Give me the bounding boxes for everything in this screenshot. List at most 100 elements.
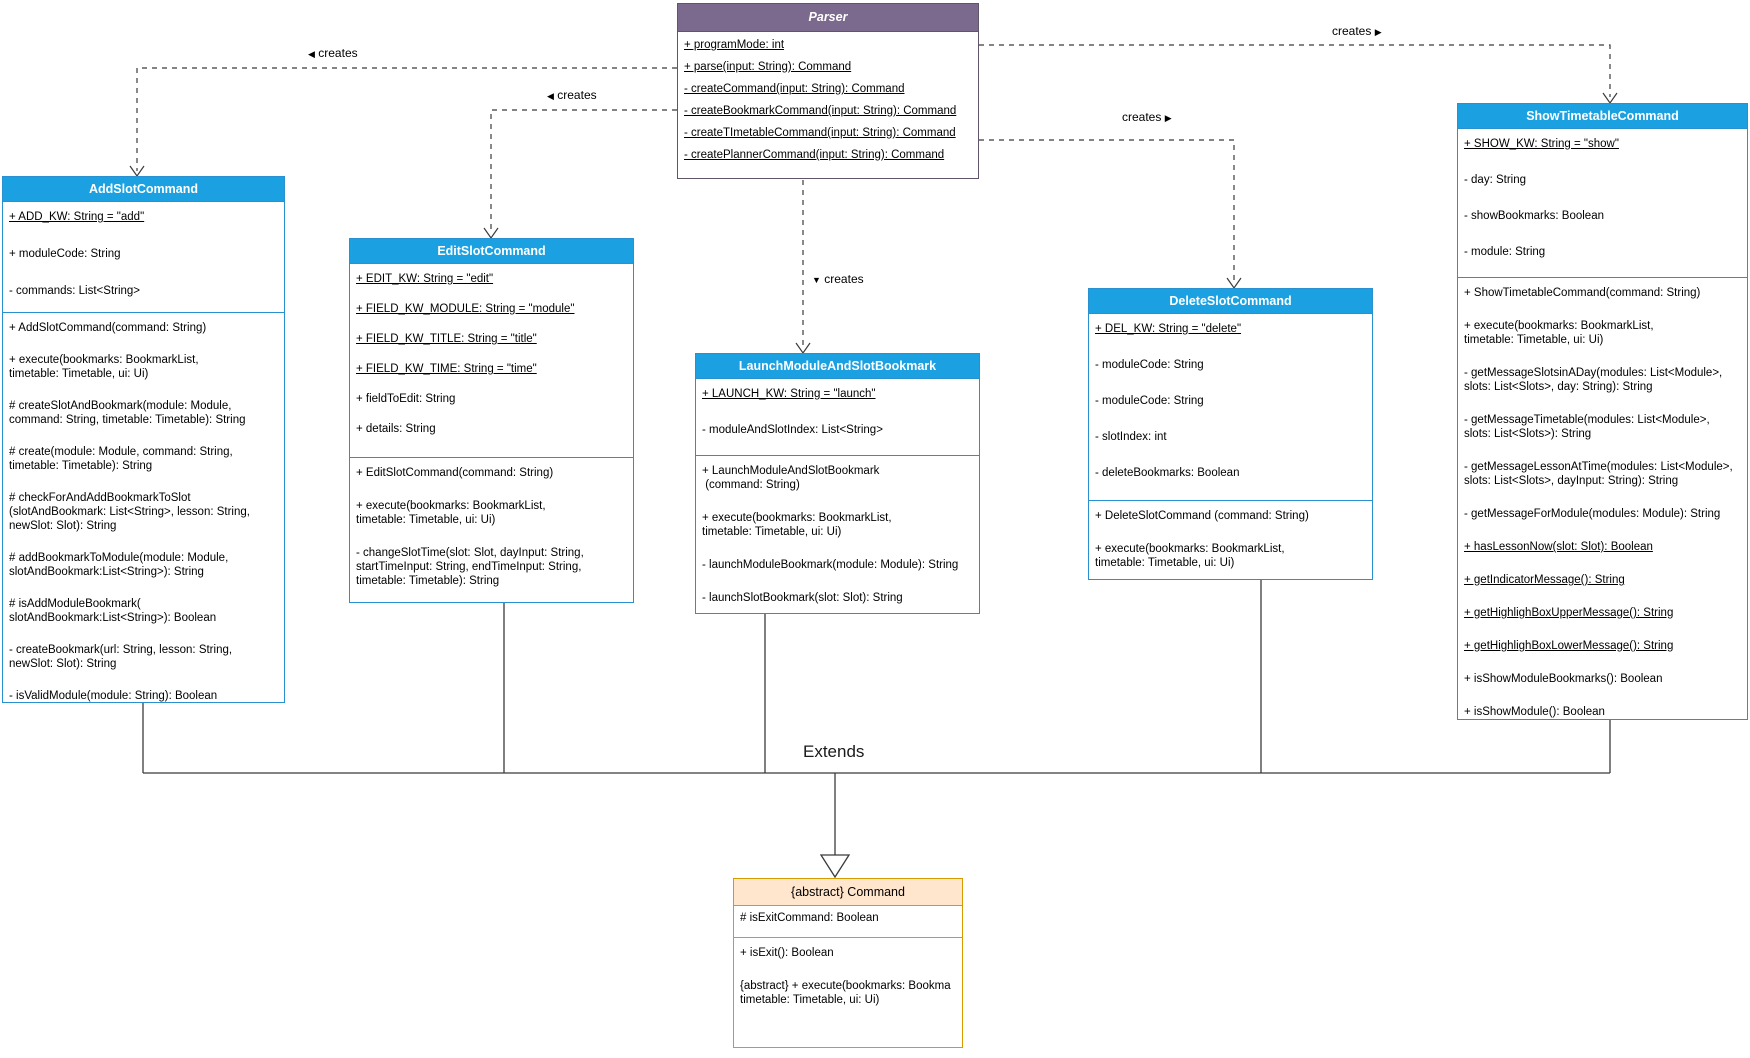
class-member: - createCommand(input: String): Command — [684, 83, 905, 95]
class-box-editslotcommand[interactable]: EditSlotCommand + EDIT_KW: String = "edi… — [349, 238, 634, 603]
class-member: + FIELD_KW_TITLE: String = "title" — [356, 333, 537, 345]
class-member: - getMessageLessonAtTime(modules: List<M… — [1464, 461, 1733, 487]
class-member: + hasLessonNow(slot: Slot): Boolean — [1464, 541, 1653, 553]
extends-hollow-triangle — [819, 854, 851, 879]
class-methods-abstract-command: + isExit(): Boolean{abstract} + execute(… — [734, 937, 962, 1026]
arrow-right-icon: ▶ — [1164, 113, 1172, 123]
creates-label-showtimetable: creates ▶ — [1330, 24, 1384, 38]
class-title-abstract-command: {abstract} Command — [734, 879, 962, 906]
class-member: - changeSlotTime(slot: Slot, dayInput: S… — [356, 547, 584, 587]
class-member: + AddSlotCommand(command: String) — [9, 322, 207, 334]
class-member: - module: String — [1464, 246, 1546, 258]
class-member: - createPlannerCommand(input: String): C… — [684, 149, 945, 161]
class-member: - isValidModule(module: String): Boolean — [9, 690, 218, 702]
creates-edge-parser-editslot — [490, 109, 677, 232]
class-member: # addBookmarkToModule(module: Module, sl… — [9, 552, 229, 578]
class-title-deleteslotcommand: DeleteSlotCommand — [1089, 289, 1372, 314]
creates-edge-parser-showtimetable — [979, 44, 1611, 97]
class-member: + fieldToEdit: String — [356, 393, 456, 405]
class-attributes-editslotcommand: + EDIT_KW: String = "edit" + FIELD_KW_MOD… — [350, 264, 633, 457]
class-methods-addslotcommand: + AddSlotCommand(command: String) + execu… — [3, 312, 284, 721]
class-member: + isShowModule(): Boolean — [1464, 706, 1605, 718]
class-member: + getHighlighBoxUpperMessage(): String — [1464, 607, 1674, 619]
class-member: # createSlotAndBookmark(module: Module, … — [9, 400, 246, 426]
class-box-launchmoduleandslotbookmark[interactable]: LaunchModuleAndSlotBookmark + LAUNCH_KW:… — [695, 353, 980, 614]
class-title-editslotcommand: EditSlotCommand — [350, 239, 633, 264]
class-member: + isShowModuleBookmarks(): Boolean — [1464, 673, 1663, 685]
class-box-parser[interactable]: Parser + programMode: int+ parse(input: … — [677, 3, 979, 179]
class-member: + details: String — [356, 423, 436, 435]
arrow-down-icon: ▼ — [812, 275, 821, 285]
class-member: {abstract} + execute(bookmarks: Bookma t… — [740, 980, 951, 1006]
class-member: - moduleCode: String — [1095, 395, 1204, 407]
class-member: + moduleCode: String — [9, 248, 121, 260]
class-title-addslotcommand: AddSlotCommand — [3, 177, 284, 202]
class-member: + SHOW_KW: String = "show" — [1464, 138, 1619, 150]
class-member: + DEL_KW: String = "delete" — [1095, 323, 1242, 335]
class-methods-deleteslotcommand: + DeleteSlotCommand (command: String) + e… — [1089, 500, 1372, 589]
class-member: + EditSlotCommand(command: String) — [356, 467, 554, 479]
class-member: + ShowTimetableCommand(command: String) — [1464, 287, 1701, 299]
class-member: - slotIndex: int — [1095, 431, 1167, 443]
class-box-deleteslotcommand[interactable]: DeleteSlotCommand + DEL_KW: String = "de… — [1088, 288, 1373, 580]
class-member: + DeleteSlotCommand (command: String) — [1095, 510, 1309, 522]
class-member: # isAddModuleBookmark( slotAndBookmark:L… — [9, 598, 217, 624]
creates-text: creates — [557, 88, 597, 102]
class-member: + execute(bookmarks: BookmarkList, timet… — [356, 500, 546, 526]
class-member: # isExitCommand: Boolean — [740, 912, 879, 924]
creates-label-editslot: ◀ creates — [545, 88, 599, 102]
extends-label: Extends — [800, 742, 868, 762]
arrow-left-icon: ◀ — [547, 91, 554, 101]
creates-text: creates — [1332, 24, 1372, 38]
class-member: - getMessageTimetable(modules: List<Modu… — [1464, 414, 1710, 440]
class-attributes-launchmoduleandslotbookmark: + LAUNCH_KW: String = "launch" - moduleAn… — [696, 379, 979, 455]
class-member: + programMode: int — [684, 39, 785, 51]
class-member: - day: String — [1464, 174, 1526, 186]
class-member: - createBookmark(url: String, lesson: St… — [9, 644, 233, 670]
class-box-showtimetablecommand[interactable]: ShowTimetableCommand + SHOW_KW: String =… — [1457, 103, 1748, 720]
class-member: + getIndicatorMessage(): String — [1464, 574, 1625, 586]
creates-arrowhead-editslot — [483, 227, 499, 240]
class-attributes-abstract-command: # isExitCommand: Boolean — [734, 906, 962, 937]
class-title-showtimetablecommand: ShowTimetableCommand — [1458, 104, 1747, 129]
class-title-launchmoduleandslotbookmark: LaunchModuleAndSlotBookmark — [696, 354, 979, 379]
class-member: # create(module: Module, command: String… — [9, 446, 233, 472]
creates-label-deleteslot: creates ▶ — [1120, 110, 1174, 124]
class-attributes-showtimetablecommand: + SHOW_KW: String = "show" - day: String -… — [1458, 129, 1747, 277]
creates-text: creates — [1122, 110, 1162, 124]
creates-edge-parser-deleteslot — [979, 139, 1235, 282]
class-member: + execute(bookmarks: BookmarkList, timet… — [702, 512, 892, 538]
class-attributes-parser: + programMode: int+ parse(input: String)… — [678, 32, 978, 170]
class-member: - launchSlotBookmark(slot: Slot): String — [702, 592, 903, 604]
class-title-parser: Parser — [678, 4, 978, 32]
class-member: - moduleCode: String — [1095, 359, 1204, 371]
class-member: - moduleAndSlotIndex: List<String> — [702, 424, 883, 436]
class-box-addslotcommand[interactable]: AddSlotCommand + ADD_KW: String = "add"+… — [2, 176, 285, 703]
creates-label-launch: ▼ creates — [810, 272, 866, 286]
class-member: + getHighlighBoxLowerMessage(): String — [1464, 640, 1674, 652]
class-member: + FIELD_KW_TIME: String = "time" — [356, 363, 537, 375]
class-member: - deleteBookmarks: Boolean — [1095, 467, 1240, 479]
class-member: + LaunchModuleAndSlotBookmark (command: … — [702, 465, 880, 491]
class-member: + FIELD_KW_MODULE: String = "module" — [356, 303, 575, 315]
class-methods-launchmoduleandslotbookmark: + LaunchModuleAndSlotBookmark (command: … — [696, 455, 979, 624]
class-member: # checkForAndAddBookmarkToSlot (slotAndB… — [9, 492, 250, 532]
class-member: - showBookmarks: Boolean — [1464, 210, 1604, 222]
creates-text: creates — [824, 272, 864, 286]
arrow-right-icon: ▶ — [1374, 27, 1382, 37]
class-member: - getMessageForModule(modules: Module): … — [1464, 508, 1721, 520]
class-methods-showtimetablecommand: + ShowTimetableCommand(command: String) +… — [1458, 277, 1747, 738]
class-member: - createBookmarkCommand(input: String): … — [684, 105, 957, 117]
class-member: - commands: List<String> — [9, 285, 141, 297]
class-member: + LAUNCH_KW: String = "launch" — [702, 388, 876, 400]
class-methods-editslotcommand: + EditSlotCommand(command: String) + exec… — [350, 457, 633, 607]
class-member: + execute(bookmarks: BookmarkList, timet… — [1095, 543, 1285, 569]
class-member: + EDIT_KW: String = "edit" — [356, 273, 494, 285]
creates-text: creates — [318, 46, 358, 60]
class-attributes-addslotcommand: + ADD_KW: String = "add"+ moduleCode: St… — [3, 202, 284, 312]
class-box-abstract-command[interactable]: {abstract} Command # isExitCommand: Bool… — [733, 878, 963, 1048]
class-member: + execute(bookmarks: BookmarkList, timet… — [1464, 320, 1654, 346]
class-member: + execute(bookmarks: BookmarkList, timet… — [9, 354, 199, 380]
creates-edge-parser-addslot — [136, 67, 677, 171]
